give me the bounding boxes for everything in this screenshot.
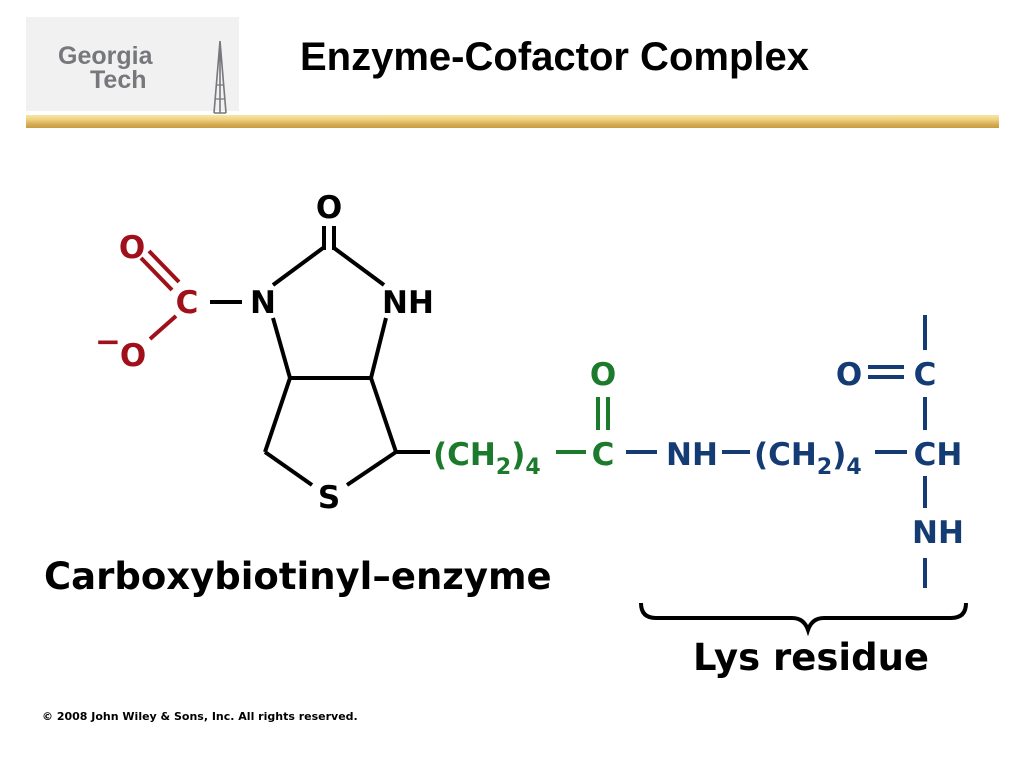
carboxyl-carbon: C [176,285,199,321]
carboxyl-group: O C − O [95,230,198,374]
ring-carbonyl-oxygen: O [316,190,342,226]
title-divider [26,115,999,128]
ring-amide-nh: NH [382,285,434,321]
lys-residue-label: Lys residue [693,636,929,679]
linker-carbonyl-carbon: C [592,437,615,473]
structure-caption: Carboxybiotinyl–enzyme [44,555,552,598]
slide-title: Enzyme-Cofactor Complex [300,35,809,79]
lys-residue-brace: Lys residue [639,602,968,679]
carboxyl-charge: − [95,324,121,360]
lysine-amide-nh: NH [666,437,718,473]
ring-nitrogen: N [250,285,276,321]
lysine-backbone-carbon: C [914,357,937,393]
lysine-residue: NH (CH2)4 CH C O NH [626,315,964,588]
ring-sulfur: S [318,480,340,516]
carboxyl-oxygen-double: O [119,230,145,266]
lysine-alpha-carbon: CH [914,437,963,473]
biotin-ring: N O NH S [210,190,434,516]
carboxyl-oxygen-single: O [120,338,146,374]
tech-tower-icon [213,40,227,114]
logo-line-georgia: Georgia [58,42,153,70]
linker-carbonyl-oxygen: O [590,357,616,393]
copyright-notice: © 2008 John Wiley & Sons, Inc. All right… [42,710,358,723]
valeryl-linker: (CH2)4 C O [433,357,616,480]
logo-line-tech: Tech [90,66,147,94]
lysine-backbone-nh: NH [912,515,964,551]
georgia-tech-logo: Georgia Tech [26,17,239,114]
carboxybiotinyl-enzyme-structure: O C − O N O NH [95,190,968,679]
linker-chain: (CH2)4 [433,437,541,480]
lysine-chain: (CH2)4 [754,437,862,480]
lysine-backbone-oxygen: O [836,357,862,393]
